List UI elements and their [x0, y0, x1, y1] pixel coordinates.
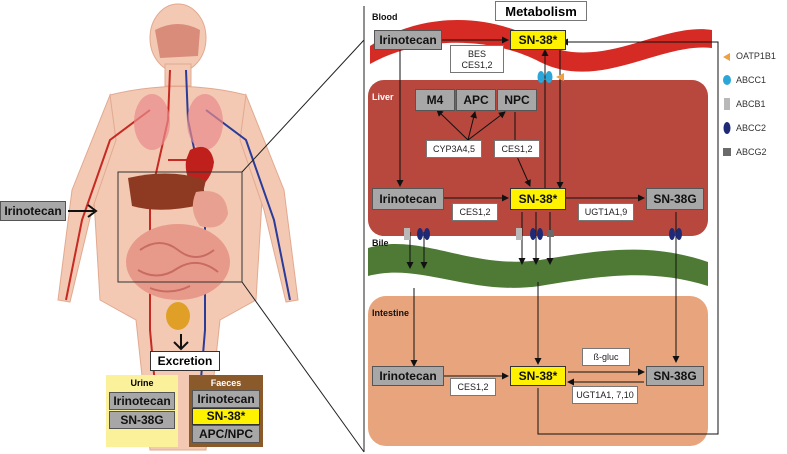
liver-sn38g: SN-38G [646, 188, 704, 210]
blood-irinotecan: Irinotecan [374, 30, 442, 50]
legend-abcc2: ABCC2 [736, 123, 767, 133]
liver-sn38: SN-38* [510, 188, 566, 210]
liver-cyp-enzyme: CYP3A4,5 [426, 140, 482, 158]
blood-enzyme: BES CES1,2 [450, 45, 504, 73]
abcc2-transporter [417, 228, 423, 240]
intestine-irinotecan: Irinotecan [372, 366, 444, 386]
urine-panel: Urine Irinotecan SN-38G [106, 375, 178, 447]
intestine-sn38g: SN-38G [646, 366, 704, 386]
abcb1-transporter [516, 228, 522, 240]
excretion-arrow [173, 334, 189, 351]
abcc2-transporter [537, 228, 543, 240]
abcb1-legend-icon [724, 98, 730, 110]
intestine-label: Intestine [372, 308, 410, 318]
bile-duct [368, 244, 708, 288]
urine-title: Urine [130, 378, 154, 388]
faeces-item-apc-npc: APC/NPC [192, 425, 260, 443]
bile-label: Bile [372, 238, 389, 248]
abcc2-legend-icon [723, 122, 731, 134]
legend-abcb1: ABCB1 [736, 99, 766, 109]
human-body-illustration [57, 3, 299, 451]
intestine-ugt-enzyme: UGT1A1, 7,10 [572, 386, 638, 404]
liver-apc: APC [456, 89, 496, 111]
liver-ugt-enzyme: UGT1A1,9 [578, 203, 634, 221]
abcc1-transporter [545, 71, 553, 83]
faeces-item-sn38: SN-38* [192, 408, 260, 425]
blood-enzyme-ces: CES1,2 [461, 60, 493, 70]
blood-enzyme-bes: BES [467, 49, 486, 59]
drug-entry-irinotecan: Irinotecan [0, 201, 66, 221]
liver-npc: NPC [497, 89, 537, 111]
abcg2-legend-icon [723, 148, 731, 156]
abcc2-transporter [530, 228, 536, 240]
liver-label: Liver [372, 92, 394, 102]
intestine-sn38: SN-38* [510, 366, 566, 386]
intestine-ces-enzyme: CES1,2 [450, 378, 496, 396]
oatp1b1-legend-icon [723, 53, 730, 61]
urine-item-sn38g: SN-38G [109, 411, 175, 429]
oatp1b1-transporter [556, 73, 564, 81]
abcc2-transporter [669, 228, 675, 240]
metabolism-title: Metabolism [495, 1, 587, 21]
legend-abcg2: ABCG2 [736, 147, 767, 157]
faeces-panel: Faeces Irinotecan SN-38* APC/NPC [189, 375, 263, 447]
excretion-label: Excretion [150, 351, 220, 371]
liver-irinotecan: Irinotecan [372, 188, 444, 210]
blood-label: Blood [372, 12, 398, 22]
urine-item-irinotecan: Irinotecan [109, 392, 175, 410]
abcc1-legend-icon [723, 75, 731, 85]
faeces-item-irinotecan: Irinotecan [192, 390, 260, 408]
liver-region [368, 80, 708, 236]
abcc1-transporter [537, 71, 545, 83]
abcg2-transporter [547, 230, 554, 237]
legend-abcc1: ABCC1 [736, 75, 767, 85]
faeces-title: Faeces [210, 378, 242, 388]
liver-ces-top-enzyme: CES1,2 [494, 140, 540, 158]
abcc2-transporter [424, 228, 430, 240]
blood-sn38: SN-38* [510, 30, 566, 50]
legend-oatp1b1: OATP1B1 [736, 51, 776, 61]
entry-arrow [68, 204, 98, 218]
abcc2-transporter [676, 228, 682, 240]
liver-ces-bottom-enzyme: CES1,2 [452, 203, 498, 221]
abcb1-transporter [404, 228, 410, 240]
intestine-bgluc-enzyme: ß-gluc [582, 348, 630, 366]
liver-m4: M4 [415, 89, 455, 111]
